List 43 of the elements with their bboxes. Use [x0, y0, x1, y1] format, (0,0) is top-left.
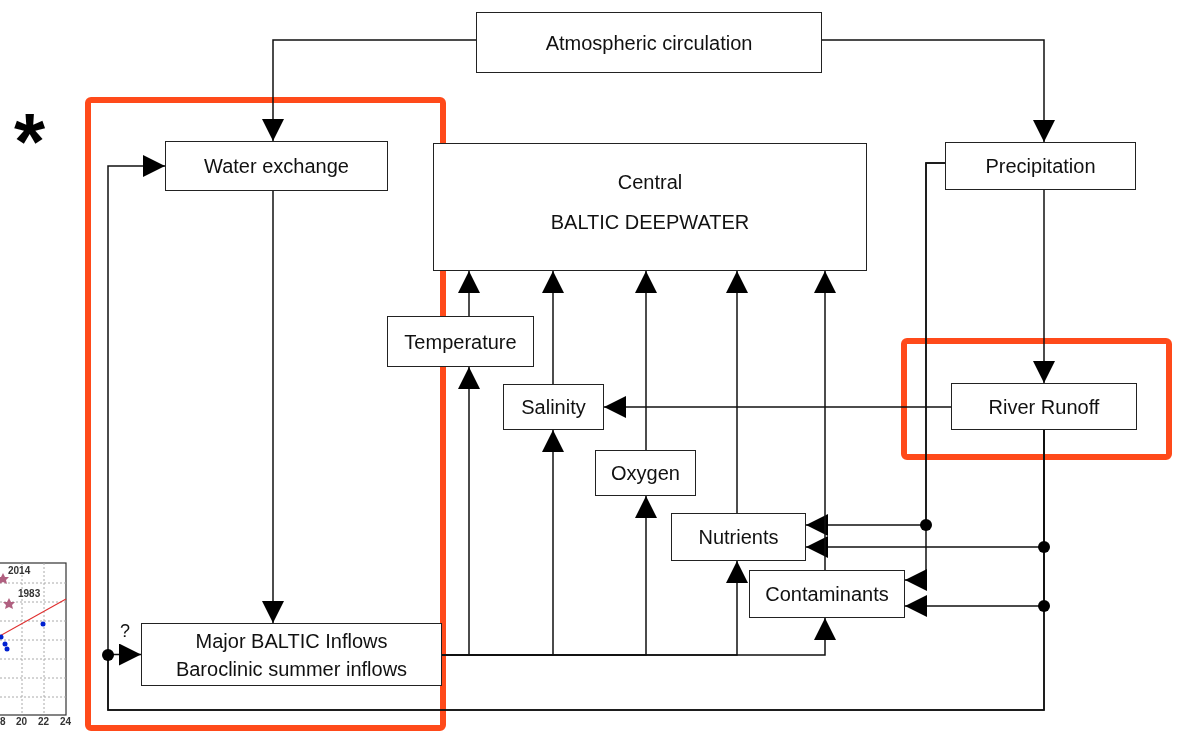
- tick-label: 8: [0, 717, 6, 727]
- process-box: [671, 513, 806, 561]
- process-box: [141, 623, 442, 686]
- arrow: [635, 270, 657, 451]
- box-label: Baroclinic summer inflows: [175, 656, 408, 681]
- arrow: [904, 162, 946, 591]
- box-label: Nutrients: [698, 525, 779, 549]
- box-label: Atmospheric circulation: [545, 30, 753, 55]
- point-label: 1983: [18, 589, 41, 599]
- arrow: [262, 190, 284, 624]
- tick-label: 22: [38, 717, 50, 727]
- process-box: [595, 450, 696, 496]
- process-box: [433, 143, 867, 271]
- arrow: [603, 396, 952, 418]
- box-label: Oxygen: [611, 461, 680, 485]
- box-label: Major BALTIC Inflows: [195, 628, 388, 653]
- edge-label: ?: [120, 622, 130, 640]
- process-box: [387, 316, 534, 367]
- arrow: [542, 270, 564, 385]
- process-box: [945, 142, 1136, 190]
- box-label: Temperature: [404, 329, 517, 354]
- process-box: [165, 141, 388, 191]
- box-label: River Runoff: [988, 394, 1100, 419]
- arrow: [1033, 189, 1055, 384]
- arrow: [726, 270, 748, 514]
- arrow: [821, 39, 1055, 143]
- point-label: 2014: [8, 566, 31, 576]
- box-label: Water exchange: [204, 154, 349, 178]
- process-box: [503, 384, 604, 430]
- box-label: BALTIC DEEPWATER: [550, 210, 750, 234]
- arrow: [262, 39, 477, 142]
- box-label: Central: [617, 170, 683, 194]
- arrow: [814, 270, 836, 571]
- tick-label: 24: [60, 717, 72, 727]
- box-label: Contaminants: [765, 582, 889, 606]
- arrow: [458, 270, 480, 317]
- box-label: Precipitation: [985, 154, 1096, 178]
- box-label: Salinity: [521, 395, 586, 419]
- asterisk-mark: *: [14, 102, 46, 182]
- process-box: [951, 383, 1137, 430]
- process-box: [476, 12, 822, 73]
- tick-label: 20: [16, 717, 28, 727]
- process-box: [749, 570, 905, 618]
